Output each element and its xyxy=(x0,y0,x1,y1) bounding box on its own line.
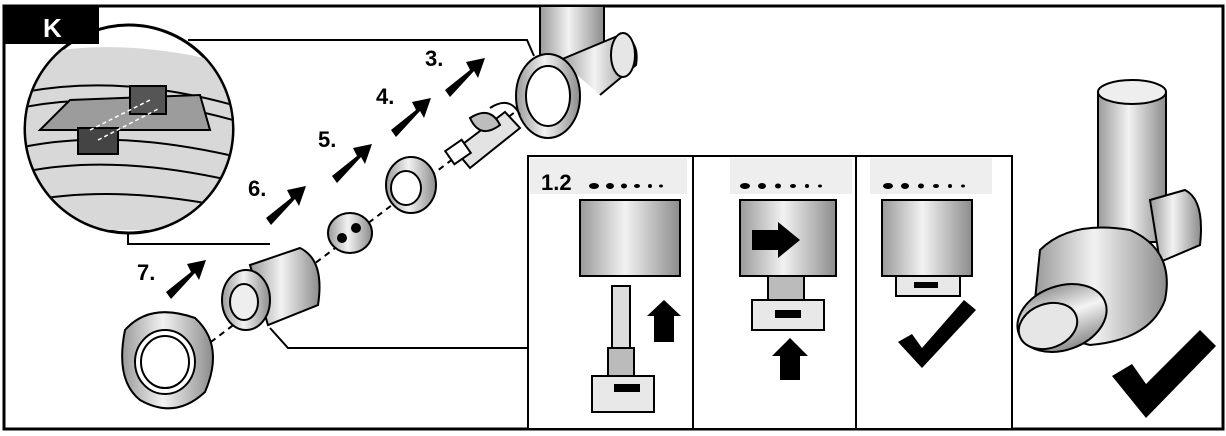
arrow-icon xyxy=(266,186,306,225)
outlet-part xyxy=(221,246,321,331)
detail-subpanel-2 xyxy=(730,158,852,380)
step-label-3: 3. xyxy=(425,46,444,71)
step-label-7: 7. xyxy=(137,260,156,285)
step-label-4: 4. xyxy=(376,84,395,109)
screw-part xyxy=(443,101,522,170)
ring-part xyxy=(385,156,437,214)
housing-part xyxy=(515,5,638,139)
step-label-6: 6. xyxy=(248,176,267,201)
arrow-icon xyxy=(391,98,431,137)
arrow-icon xyxy=(332,144,372,183)
checkmark-icon xyxy=(898,300,976,368)
collar-part xyxy=(121,311,214,410)
arrow-icon xyxy=(166,260,206,299)
knife-part xyxy=(327,212,373,254)
step-label-5: 5. xyxy=(318,127,337,152)
magnifier-detail xyxy=(23,23,235,235)
arrow-icon xyxy=(647,300,681,342)
checkmark-icon xyxy=(1112,330,1216,418)
detail-subpanel-3 xyxy=(870,158,992,368)
section-letter: K xyxy=(43,13,62,43)
section-badge: K xyxy=(5,6,99,44)
assembled-unit xyxy=(1016,79,1216,418)
arrow-icon xyxy=(772,338,808,380)
callout-lines xyxy=(127,39,535,349)
detail-panel-label: 1.2 xyxy=(541,170,572,195)
step-arrows xyxy=(166,58,485,299)
arrow-icon xyxy=(752,222,800,258)
arrow-icon xyxy=(445,58,485,97)
detail-subpanel-1 xyxy=(530,158,687,413)
